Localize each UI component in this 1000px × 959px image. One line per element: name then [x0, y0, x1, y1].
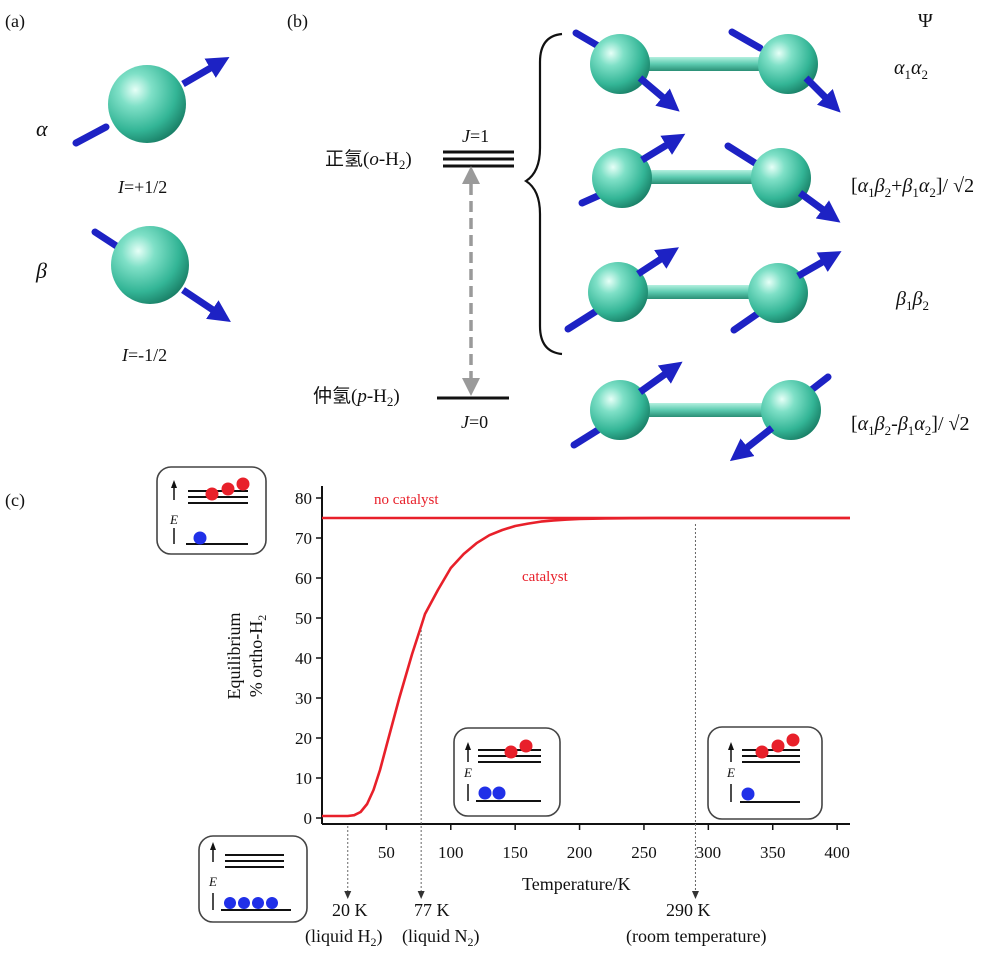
ref-label-290k-temp: 290 K [666, 900, 711, 920]
ref-label-290k-note: (room temperature) [626, 926, 766, 947]
ref-label-77k-temp: 77 K [414, 900, 450, 920]
y-tick-label: 80 [295, 489, 312, 508]
ortho-fraction-chart: 0 10 20 30 40 50 60 70 80 50 100 150 200 250 300 350 40… [295, 486, 850, 899]
ref-label-20k-temp: 20 K [332, 900, 368, 920]
x-tick-label: 350 [760, 843, 786, 862]
x-tick-label: 150 [502, 843, 528, 862]
inset-290k: E [707, 726, 823, 820]
y-tick-label: 20 [295, 729, 312, 748]
y-tick-label: 50 [295, 609, 312, 628]
inset-77k: E [453, 727, 561, 817]
y-tick-label: 60 [295, 569, 312, 588]
beta-spin-label: I=-1/2 [121, 345, 167, 365]
y-tick-label: 0 [304, 809, 313, 828]
ortho-hydrogen-label: 正氢(o-H2) [325, 148, 412, 172]
reference-arrowhead [691, 891, 699, 899]
no-catalyst-label: no catalyst [374, 492, 439, 508]
reference-arrowhead [344, 891, 352, 899]
inset-energy-label: E [208, 874, 217, 889]
inset-high-no-catalyst: E [156, 466, 267, 555]
inset-energy-label: E [463, 765, 472, 780]
inset-low-ortho-all-para: E [198, 835, 308, 923]
x-tick-label: 250 [631, 843, 657, 862]
molecule-alpha-alpha [572, 28, 841, 113]
j0-label: J=0 [461, 412, 488, 432]
panel-c-label: (c) [5, 490, 25, 511]
ortho-energy-levels [443, 150, 514, 168]
catalyst-label: catalyst [522, 569, 569, 585]
triplet-brace [523, 32, 563, 356]
inset-energy-label: E [726, 765, 735, 780]
x-tick-label: 300 [696, 843, 722, 862]
beta-label: β [35, 258, 47, 283]
x-tick-label: 50 [378, 843, 395, 862]
ref-label-77k-note: (liquid N2) [402, 926, 480, 949]
y-axis-title-line1: Equilibrium [224, 613, 244, 700]
alpha-spin-label: I=+1/2 [117, 177, 167, 197]
panel-a-label: (a) [5, 11, 25, 32]
y-tick-label: 30 [295, 689, 312, 708]
spin-up-atom [72, 57, 230, 147]
wavefunction-alpha-alpha: α1α2 [894, 57, 928, 82]
wavefunction-alpha-beta-plus: [α1β2+β1α2]/ √2 [851, 175, 974, 200]
spin-down-atom [91, 226, 231, 322]
y-axis-title: Equilibrium % ortho-H2 [224, 613, 269, 700]
x-tick-label: 100 [438, 843, 464, 862]
wavefunction-beta-beta: β1β2 [895, 288, 929, 313]
inset-energy-label: E [169, 512, 178, 527]
reference-arrowhead [417, 891, 425, 899]
psi-header: Ψ [918, 10, 933, 32]
y-tick-label: 70 [295, 529, 312, 548]
transition-arrow [462, 166, 480, 396]
y-axis-title-line2: % ortho-H2 [246, 615, 269, 697]
y-tick-label: 10 [295, 769, 312, 788]
molecule-alpha-beta-plus [578, 133, 841, 223]
wavefunction-alpha-beta-minus: [α1β2-β1α2]/ √2 [851, 413, 969, 438]
panel-b-label: (b) [287, 11, 308, 32]
molecule-beta-beta [564, 247, 842, 334]
molecule-alpha-beta-minus [570, 361, 832, 462]
x-tick-label: 400 [824, 843, 850, 862]
catalyst-curve [322, 516, 850, 818]
j1-label: J=1 [462, 126, 489, 146]
para-hydrogen-label: 仲氢(p-H2) [313, 385, 400, 409]
ref-label-20k-note: (liquid H2) [305, 926, 383, 949]
alpha-label: α [36, 116, 48, 141]
x-axis-title: Temperature/K [522, 874, 631, 894]
y-tick-label: 40 [295, 649, 312, 668]
x-tick-label: 200 [567, 843, 593, 862]
